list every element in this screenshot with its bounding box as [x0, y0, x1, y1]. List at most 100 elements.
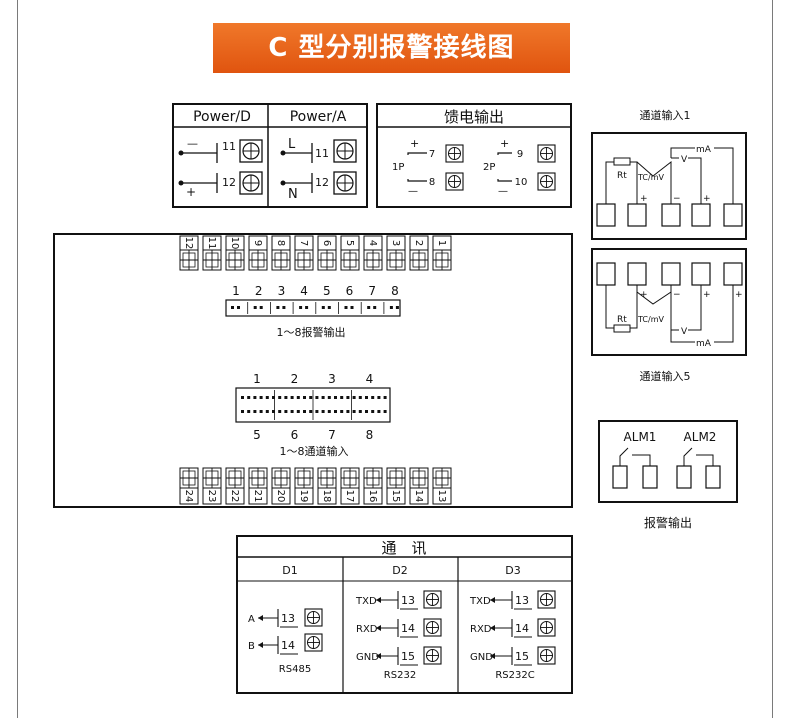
diagram-title: C 型分别报警接线图 [213, 23, 570, 73]
comm-d2-terminal: 13 [401, 594, 415, 607]
channel-input-5-v: V [681, 327, 688, 337]
bottom-terminal-number: 19 [298, 490, 309, 503]
comm-title: 通 讯 [381, 539, 426, 557]
channel-input-5-tc-minus: − [673, 290, 681, 300]
input-bottom-number: 7 [328, 428, 336, 442]
input-top-number: 3 [328, 372, 336, 386]
power-terminal-block: Power/D Power/A — 11 + 12 L 11 [172, 103, 368, 208]
screw-terminal [537, 646, 556, 665]
feed-output-title: 馈电输出 [444, 108, 504, 126]
feed-2p-plus: + [500, 137, 509, 150]
comm-d3-terminal: 15 [515, 650, 529, 663]
top-terminal-number: 1 [436, 240, 447, 246]
comm-d3-signal-label: TXD [469, 596, 491, 607]
channel-input-1-rt: Rt [617, 171, 627, 181]
feed-terminal-10: 10 [515, 177, 528, 188]
channel-input-1-tc: TC/mV [637, 173, 664, 182]
channel-input-1-v: V [681, 155, 688, 165]
screw-terminal [239, 139, 263, 163]
alarm-output-number: 6 [346, 284, 354, 298]
channel-input-5-rt: Rt [617, 315, 627, 325]
channel-input-label: 1～8通道输入 [280, 444, 349, 458]
feed-1p-label: 1P [392, 162, 404, 173]
top-terminal-number: 4 [367, 240, 378, 246]
bottom-terminal-number: 20 [275, 490, 286, 503]
screw-terminal [445, 172, 464, 191]
comm-d2-signal-label: TXD [355, 596, 377, 607]
screw-terminal [423, 590, 442, 609]
screw-terminal [537, 590, 556, 609]
comm-d1-terminal-13: 13 [281, 612, 295, 625]
comm-d2-signal-label: RXD [356, 624, 378, 635]
comm-d2-signal-label: GND [356, 652, 379, 663]
top-terminal-number: 6 [321, 240, 332, 246]
top-terminal-number: 8 [275, 240, 286, 246]
power-a-l: L [288, 137, 296, 152]
power-a-terminal-12: 12 [315, 176, 329, 189]
feed-2p-minus: — [498, 186, 508, 197]
bottom-terminal-number: 22 [229, 490, 240, 503]
top-terminal-number: 5 [344, 240, 355, 246]
alarm-output-number: 7 [368, 284, 376, 298]
channel-input-connector [235, 387, 391, 423]
bottom-terminal-number: 17 [344, 490, 355, 503]
screw-terminal [423, 618, 442, 637]
bottom-terminal-number: 13 [436, 490, 447, 503]
alarm-output-number: 4 [300, 284, 308, 298]
power-d-terminal-11: 11 [222, 140, 236, 153]
bottom-terminal-number: 24 [183, 490, 194, 503]
input-bottom-number: 6 [291, 428, 299, 442]
channel-input-1-v-plus: + [703, 194, 711, 204]
alarm-output-pins [231, 302, 399, 314]
feed-output-block: 馈电输出 1P 2P + 7 — 8 + 9 — 10 [376, 103, 572, 208]
channel-input-5-tc: TC/mV [637, 315, 664, 324]
comm-b-label: B [248, 641, 255, 652]
comm-a-label: A [248, 614, 255, 625]
screw-terminal [537, 618, 556, 637]
top-terminal-number: 3 [390, 240, 401, 246]
top-terminal-number: 10 [229, 237, 240, 250]
feed-1p-minus: — [408, 186, 418, 197]
screw-terminal [239, 171, 263, 195]
bottom-terminal-number: 14 [413, 490, 424, 503]
comm-d3-terminal: 14 [515, 622, 529, 635]
comm-d1-terminal-14: 14 [281, 639, 295, 652]
page-border-right [772, 0, 773, 718]
screw-terminal [333, 139, 357, 163]
alm1-label: ALM1 [624, 430, 657, 444]
top-terminal-number: 11 [206, 237, 217, 250]
channel-input-5-tc-plus: + [640, 290, 648, 300]
channel-input-pins [241, 390, 387, 420]
comm-d3-terminal: 13 [515, 594, 529, 607]
comm-d1: D1 [282, 564, 297, 577]
input-bottom-number: 5 [253, 428, 261, 442]
feed-1p-plus: + [410, 137, 419, 150]
alarm-output-number: 3 [278, 284, 286, 298]
bottom-terminal-number: 18 [321, 490, 332, 503]
alarm-output-number: 5 [323, 284, 331, 298]
screw-terminal [537, 144, 556, 163]
channel-input-5-ma-plus: + [735, 290, 743, 300]
channel-input-5-ma: mA [696, 339, 712, 349]
power-d-plus: + [186, 185, 196, 199]
alarm-relay-diagram: ALM1 ALM2 报警输出 [598, 420, 738, 530]
alarm-output-caption: 报警输出 [644, 515, 692, 530]
channel-input-1-title: 通道输入1 [640, 108, 691, 122]
page-border-left [17, 0, 18, 718]
bottom-terminal-number: 21 [252, 490, 263, 503]
bottom-terminal-number: 23 [206, 490, 217, 503]
top-terminal-number: 7 [298, 240, 309, 246]
screw-terminal [304, 608, 323, 627]
screw-terminal [445, 144, 464, 163]
channel-input-5-v-plus: + [703, 290, 711, 300]
channel-input-1-ma: mA [696, 145, 712, 155]
comm-d3: D3 [505, 564, 520, 577]
top-terminal-number: 12 [183, 237, 194, 250]
